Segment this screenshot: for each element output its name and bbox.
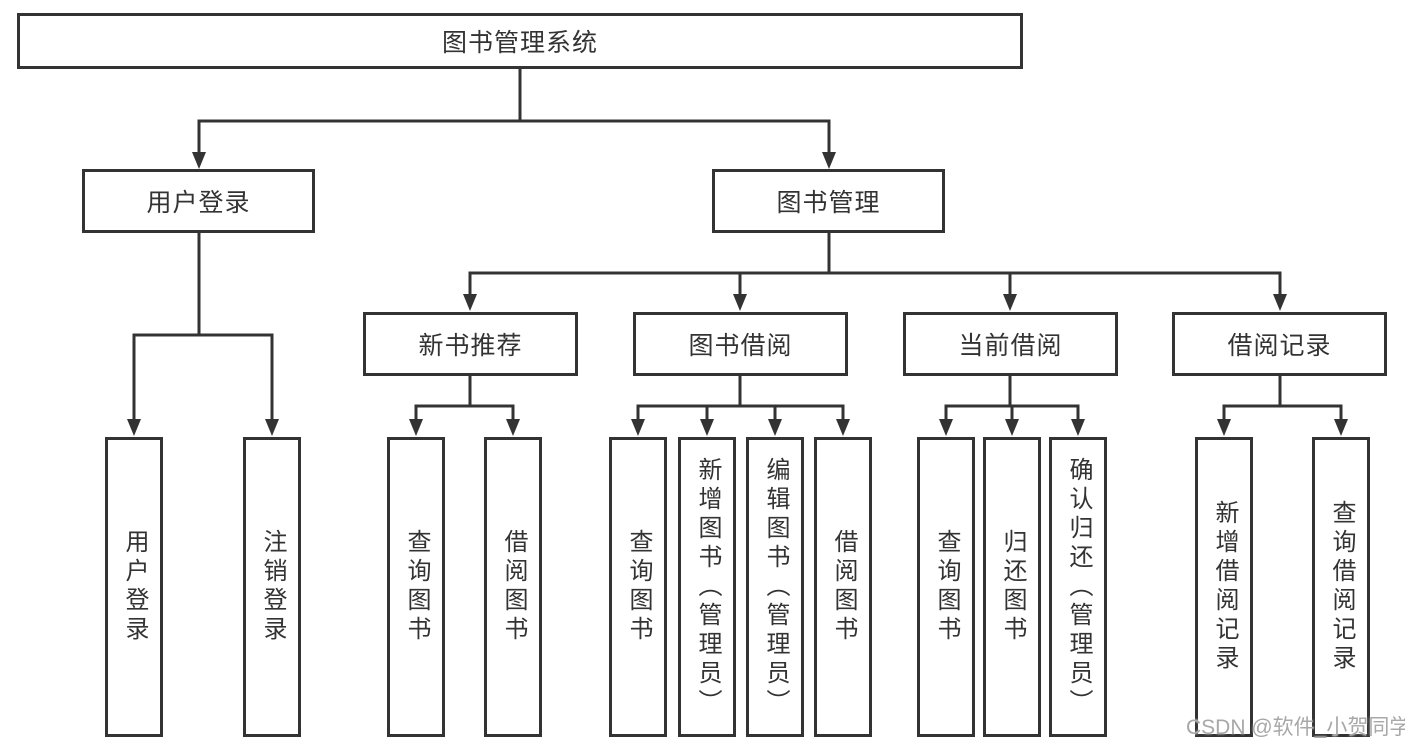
leaf-add-book-admin: 新增图书（管理员） [678,437,736,737]
leaf-query-books-current: 查询图书 [917,437,975,737]
leaf-query-books-borrowing: 查询图书 [609,437,667,737]
node-borrowing-records: 借阅记录 [1172,312,1387,376]
leaf-edit-book-admin: 编辑图书（管理员） [746,437,804,737]
watermark: CSDN @软件_小贺同学 [1186,716,1405,739]
node-current-borrowing: 当前借阅 [903,312,1118,376]
node-user-login: 用户登录 [82,169,315,233]
leaf-logout: 注销登录 [243,437,301,737]
node-new-book-recommendation: 新书推荐 [363,312,578,376]
leaf-confirm-return-admin: 确认归还（管理员） [1049,437,1107,737]
node-book-borrowing: 图书借阅 [633,312,848,376]
arrowhead-icons [127,152,1348,436]
leaf-add-borrow-record: 新增借阅记录 [1195,437,1253,737]
leaf-query-borrow-record: 查询借阅记录 [1312,437,1370,737]
leaf-borrow-books-recommendation: 借阅图书 [484,437,542,737]
node-book-management: 图书管理 [712,169,945,233]
leaf-borrow-books-borrowing: 借阅图书 [814,437,872,737]
node-library-management-system: 图书管理系统 [17,13,1023,69]
leaf-query-books-recommendation: 查询图书 [387,437,445,737]
leaf-return-books: 归还图书 [983,437,1041,737]
leaf-user-login: 用户登录 [105,437,163,737]
